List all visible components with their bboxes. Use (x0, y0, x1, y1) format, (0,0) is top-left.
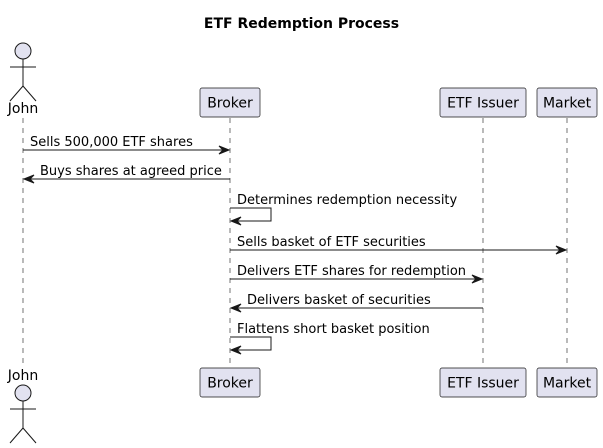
actor-stroke (9, 427, 24, 444)
arrow-head (229, 303, 242, 313)
message-5: Delivers ETF shares for redemption (230, 264, 484, 284)
participant-label: Market (543, 376, 592, 392)
participant-issuer-top: ETF Issuer (439, 87, 527, 118)
participant-label: Broker (207, 96, 253, 112)
message-label: Determines redemption necessity (237, 193, 458, 208)
participant-john-bottom: John (7, 368, 38, 444)
message-label: Flattens short basket position (237, 322, 430, 337)
arrow-head (555, 245, 568, 255)
participant-box (439, 367, 527, 398)
message-label: Sells basket of ETF securities (237, 235, 426, 250)
message-1: Sells 500,000 ETF shares (23, 135, 231, 155)
participant-label: ETF Issuer (447, 376, 519, 392)
participant-label: ETF Issuer (447, 96, 519, 112)
actor-stroke (22, 427, 37, 444)
participant-box (536, 367, 598, 398)
arrow-head (229, 345, 242, 355)
message-6: Delivers basket of securities (229, 293, 483, 313)
participant-box (199, 367, 261, 398)
participant-box (439, 87, 527, 118)
message-7: Flattens short basket position (229, 322, 430, 355)
participant-box (199, 87, 261, 118)
message-label: Delivers basket of securities (247, 293, 431, 308)
participant-label: John (7, 368, 38, 384)
message-label: Sells 500,000 ETF shares (30, 135, 193, 150)
message-label: Buys shares at agreed price (40, 164, 222, 179)
message-line (230, 207, 272, 222)
arrow-head (218, 145, 231, 155)
participant-label: Broker (207, 376, 253, 392)
arrow-head (471, 274, 484, 284)
actor-stroke (22, 85, 37, 102)
arrow-head (229, 216, 242, 226)
participant-broker-top: Broker (199, 87, 261, 118)
participant-label: John (7, 101, 38, 117)
message-2: Buys shares at agreed price (22, 164, 230, 184)
participant-john-top: John (7, 42, 38, 117)
participant-broker-bottom: Broker (199, 367, 261, 398)
participant-label: Market (543, 96, 592, 112)
lifelines (22, 118, 568, 368)
actor-head (14, 384, 32, 402)
arrow-head (22, 174, 35, 184)
message-line (230, 336, 272, 351)
participant-issuer-bottom: ETF Issuer (439, 367, 527, 398)
actor-stroke (9, 85, 24, 102)
participant-box (536, 87, 598, 118)
actor-head (14, 42, 32, 60)
message-4: Sells basket of ETF securities (230, 235, 568, 255)
participant-market-top: Market (536, 87, 598, 118)
participants-top: John Broker ETF Issuer Market (7, 42, 598, 118)
message-label: Delivers ETF shares for redemption (237, 264, 466, 279)
message-3: Determines redemption necessity (229, 193, 458, 226)
participant-market-bottom: Market (536, 367, 598, 398)
diagram-title: ETF Redemption Process (204, 16, 399, 32)
